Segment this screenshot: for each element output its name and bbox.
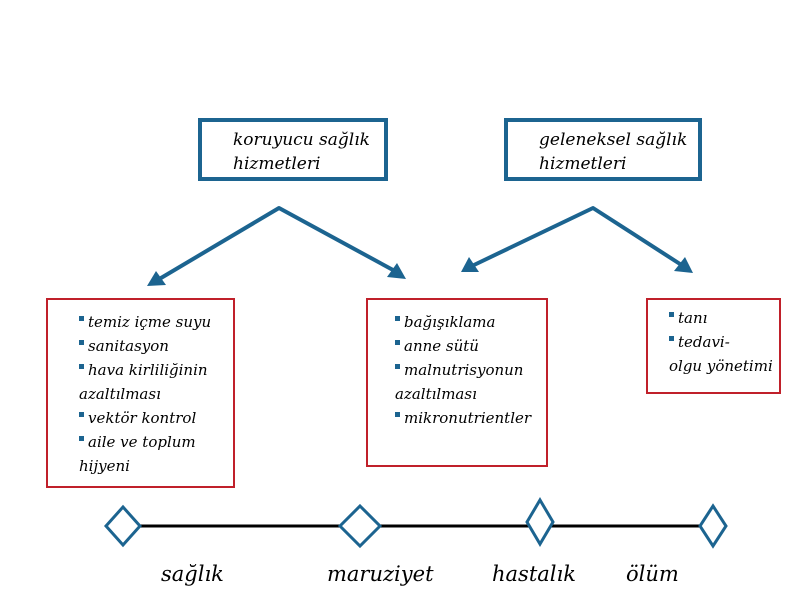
- treatment-interventions-box: tanı tedavi-olgu yönetimi: [646, 298, 781, 394]
- timeline-marker-disease: [525, 497, 555, 547]
- timeline-marker-exposure: [337, 503, 383, 549]
- preventive-arrow-shaft: [159, 206, 395, 280]
- environmental-interventions-list: temiz içme suyu sanitasyon hava kirliliğ…: [79, 310, 233, 478]
- bullet-square-icon: [395, 340, 400, 345]
- bullet-square-icon: [79, 364, 84, 369]
- stage-label-death: ölüm: [626, 562, 679, 586]
- stage-label-exposure: maruziyet: [327, 562, 434, 586]
- bullet-square-icon: [395, 316, 400, 321]
- list-item: vektör kontrol: [79, 406, 233, 430]
- arrowhead-left-2: [461, 257, 479, 272]
- bullet-square-icon: [669, 336, 674, 341]
- preventive-services-line2: hizmetleri: [233, 154, 321, 174]
- treatment-interventions-list: tanı tedavi-olgu yönetimi: [669, 306, 779, 378]
- arrowhead-right-1: [387, 263, 406, 279]
- traditional-services-line1: geleneksel sağlık: [539, 130, 688, 150]
- timeline-marker-health: [103, 504, 143, 548]
- list-item: anne sütü: [395, 334, 546, 358]
- bullet-square-icon: [79, 316, 84, 321]
- traditional-services-line2: hizmetleri: [539, 154, 627, 174]
- bullet-square-icon: [79, 340, 84, 345]
- bullet-square-icon: [669, 312, 674, 317]
- traditional-health-services-box: geleneksel sağlık hizmetleri: [504, 118, 702, 181]
- bullet-square-icon: [79, 412, 84, 417]
- stage-label-disease: hastalık: [492, 562, 576, 586]
- preventive-services-line1: koruyucu sağlık: [233, 130, 370, 150]
- bullet-square-icon: [395, 364, 400, 369]
- bullet-square-icon: [79, 436, 84, 441]
- list-item: sanitasyon: [79, 334, 233, 358]
- list-item: tedavi-olgu yönetimi: [669, 333, 773, 375]
- environmental-interventions-box: temiz içme suyu sanitasyon hava kirliliğ…: [46, 298, 235, 488]
- stage-label-health: sağlık: [161, 562, 224, 586]
- arrowhead-right-2: [674, 257, 693, 273]
- bullet-square-icon: [395, 412, 400, 417]
- traditional-arrow-shaft: [472, 206, 682, 267]
- list-item: temiz içme suyu: [79, 310, 233, 334]
- preventive-health-services-box: koruyucu sağlık hizmetleri: [198, 118, 388, 181]
- arrowhead-left-1: [147, 271, 166, 286]
- list-item: mikronutrientler: [395, 406, 546, 430]
- timeline-marker-death: [698, 503, 728, 549]
- list-item: tanı: [669, 306, 779, 330]
- list-item: bağışıklama: [395, 310, 546, 334]
